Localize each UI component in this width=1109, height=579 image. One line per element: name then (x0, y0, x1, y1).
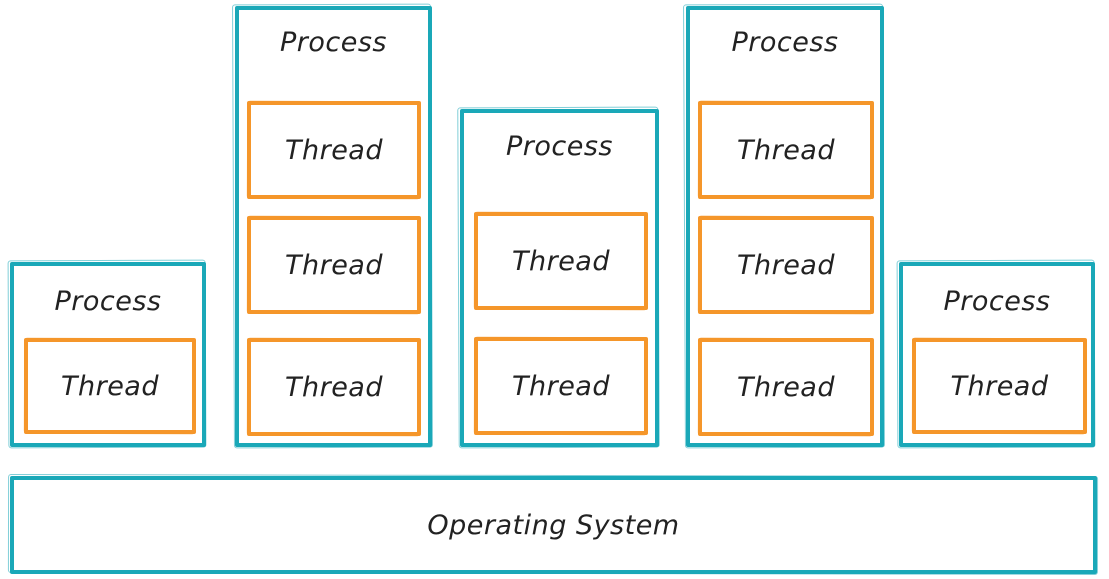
thread-label: Thread (950, 370, 1049, 402)
thread-label: Thread (736, 249, 835, 281)
thread-box: Thread (474, 212, 648, 310)
thread-label: Thread (284, 371, 383, 403)
thread-label: Thread (284, 134, 383, 166)
thread-box: Thread (698, 216, 874, 314)
thread-box: Thread (247, 216, 421, 314)
thread-box: Thread (247, 338, 421, 436)
process-label: Process (731, 27, 839, 58)
thread-label: Thread (284, 249, 383, 281)
thread-box: Thread (698, 101, 874, 199)
thread-label: Thread (60, 370, 159, 402)
process-label: Process (54, 286, 162, 317)
process-box-4: Process Thread Thread Thread (686, 6, 884, 447)
process-box-5: Process Thread (899, 262, 1095, 447)
thread-box: Thread (698, 338, 874, 436)
process-box-1: Process Thread (10, 262, 206, 447)
thread-box: Thread (247, 101, 421, 199)
thread-label: Thread (736, 371, 835, 403)
process-label: Process (943, 286, 1051, 317)
operating-system-label: Operating System (427, 510, 680, 541)
thread-box: Thread (474, 337, 648, 435)
thread-label: Thread (736, 134, 835, 166)
process-label: Process (280, 27, 387, 58)
process-box-2: Process Thread Thread Thread (235, 6, 432, 447)
operating-system-box: Operating System (10, 476, 1097, 574)
thread-label: Thread (511, 370, 610, 402)
thread-label: Thread (511, 245, 610, 277)
process-box-3: Process Thread Thread (460, 109, 659, 447)
thread-box: Thread (912, 338, 1087, 434)
process-label: Process (506, 131, 613, 162)
thread-box: Thread (24, 338, 196, 434)
